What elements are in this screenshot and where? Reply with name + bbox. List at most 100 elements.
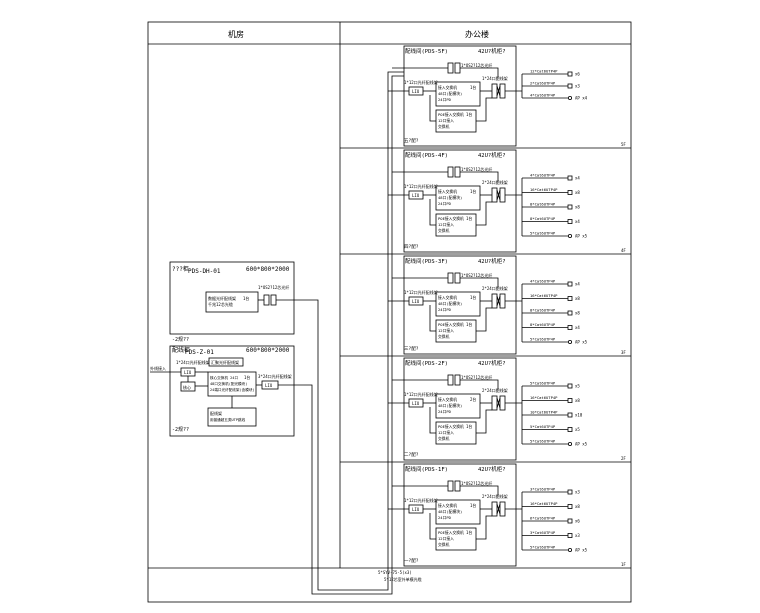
access-switch-l1: 接入交换机 — [438, 503, 457, 508]
poe-switch-l3: 交换机 — [438, 228, 450, 233]
drop-end-label: x4 — [575, 282, 580, 287]
drop-end-label: x8 — [575, 398, 580, 403]
header-left: 机房 — [228, 29, 244, 39]
access-switch-l1: 接入交换机 — [438, 85, 457, 90]
header-right: 办公楼 — [465, 29, 489, 39]
drop-end-label: x4 — [575, 219, 580, 224]
fiber-run — [460, 379, 499, 390]
drop-end-label: x4 — [575, 176, 580, 181]
access-switch-qty: 1台 — [470, 188, 476, 194]
patch-panel-label: 2*24口配线架 — [482, 493, 508, 499]
floor-header: 配线间(PDS-3F) — [405, 257, 448, 265]
floor-rack-frame — [403, 149, 517, 253]
cross-mark — [496, 85, 501, 97]
poe-switch-qty: 1台 — [466, 423, 472, 429]
drop-end-label: AP x5 — [575, 340, 588, 345]
floor-liu-text: LIU — [412, 299, 420, 304]
outlet-icon — [567, 398, 573, 403]
poe-switch-qty: 1台 — [466, 215, 472, 221]
drop-end-label: x4 — [575, 325, 580, 330]
drop-end-label: x8 — [575, 296, 580, 301]
external-feed-label: 外线接入 — [150, 365, 166, 371]
poe-link — [476, 97, 492, 122]
drop-end-label: x3 — [575, 533, 580, 538]
patch-panel-label: 2*24口配线架 — [482, 179, 508, 185]
drop-end-label: x6 — [575, 519, 580, 524]
ap-icon — [568, 548, 573, 553]
floor-block: 配线间(PDS-1F)42U?机柜?1*OS2?12芯光纤1*12口光纤配线架L… — [388, 463, 626, 567]
floor-rack-frame — [403, 255, 517, 355]
access-switch-l3: 24口PD — [438, 409, 452, 414]
riser-cables: 5*SYV-75-5(x3) 5*12芯室外单模光缆 — [304, 71, 422, 595]
poe-switch-l1: POE接入交换机 — [438, 322, 464, 327]
cabinet-dh-unit-qty: 1台 — [243, 295, 249, 301]
access-switch-qty: 1台 — [470, 294, 476, 300]
patch-panel-label: 2*24口配线架 — [482, 285, 508, 291]
patch-panel-a — [491, 293, 498, 309]
ap-icon — [568, 339, 573, 344]
cabinet-z-top-label: 1*24口光纤配线架 — [176, 359, 210, 365]
cabinet-z: -2规?? 配线柜 PDS-Z-01 600*800*2000 1*24口光纤配… — [150, 336, 304, 437]
poe-switch-l3: 交换机 — [438, 436, 450, 441]
access-switch-qty: 1台 — [470, 84, 476, 90]
fiber-connector — [454, 166, 461, 178]
outlet-icon — [567, 427, 573, 432]
drop-label: 16*Cat6UTP4P — [530, 187, 558, 192]
drop-label: 4*Cat6UTP4P — [530, 279, 556, 284]
drop-label: 5*Cat6UTP4P — [530, 337, 556, 342]
floor-fiber-label: 1*OS2?12芯光纤 — [461, 272, 492, 278]
floor-liu-label: 1*12口光纤配线架 — [404, 391, 438, 397]
drop-end-label: x8 — [575, 504, 580, 509]
outlet-icon — [567, 190, 573, 195]
liu-poe-link — [429, 199, 436, 226]
cabinet-dh-unit-l2: 千兆12芯光缆 — [208, 301, 233, 307]
patch-panel-b — [499, 501, 506, 517]
drop-label: 12*Cat6UTP4P — [530, 69, 558, 74]
outlet-icon — [567, 412, 573, 418]
cabinet-z-top-box — [208, 357, 244, 367]
drop-end-label: AP x5 — [575, 442, 588, 447]
cabinet-z-switch-l3: 24端口光纤配线架(含模块) — [210, 387, 255, 392]
floor-liu-text: LIU — [412, 89, 420, 94]
poe-link — [476, 515, 492, 540]
floor-footer: 三?配? — [404, 346, 419, 352]
fiber-run — [460, 485, 499, 496]
drop-label: 5*Cat6UTP4P — [530, 381, 556, 386]
floor-rack-label: 42U?机柜? — [478, 465, 506, 473]
access-switch-l1: 接入交换机 — [438, 397, 457, 402]
floor-rack-label: 42U?机柜? — [478, 359, 506, 367]
drop-label: 5*Cat6UTP4P — [530, 439, 556, 444]
outlet-icon — [567, 489, 573, 495]
floor-rack-label: 42U?机柜? — [478, 257, 506, 265]
patch-panel-label: 1*24口配线架 — [482, 75, 508, 81]
outlet-icon — [567, 71, 573, 77]
fiber-connector — [447, 480, 454, 492]
floor-side-label: 3F — [621, 350, 626, 355]
cabinet-dh-code: PDS-DH-01 — [188, 268, 221, 275]
cabinet-dh-unit — [205, 291, 259, 313]
outlet-icon — [567, 204, 573, 210]
access-switch-l3: 24口PD — [438, 201, 452, 206]
floor-liu-label: 1*12口光纤配线架 — [404, 183, 438, 189]
poe-switch-qty: 1台 — [466, 321, 472, 327]
drop-label: 16*Cat6UTP4P — [530, 395, 558, 400]
ap-icon — [568, 96, 573, 101]
drop-label: 3*Cat6UTP4P — [530, 530, 556, 535]
fiber-connector — [454, 272, 461, 284]
fiber-connector — [454, 374, 461, 386]
cabinet-z-size: 600*800*2000 — [246, 347, 290, 354]
drop-end-label: AP x5 — [575, 234, 588, 239]
drop-label: 5*Cat6UTP4P — [530, 545, 556, 550]
poe-link — [476, 201, 492, 226]
access-switch-l3: 24口PD — [438, 515, 452, 520]
drop-label: 4*Cat6UTP4P — [530, 173, 556, 178]
drop-label: 3*Cat6UTP4P — [530, 487, 556, 492]
drop-end-label: x3 — [575, 84, 580, 89]
cabinet-dh: ???柜 PDS-DH-01 600*800*2000 数据光纤配线架 千兆12… — [169, 261, 310, 335]
floor-side-label: 4F — [621, 248, 626, 253]
cross-mark — [496, 189, 501, 201]
floors: 配线间(PDS-5F)42U?机柜?1*OS2?12芯光纤1*12口光纤配线架L… — [340, 45, 631, 567]
liu-poe-link — [429, 305, 436, 332]
cabinet-dh-frame — [169, 261, 295, 335]
